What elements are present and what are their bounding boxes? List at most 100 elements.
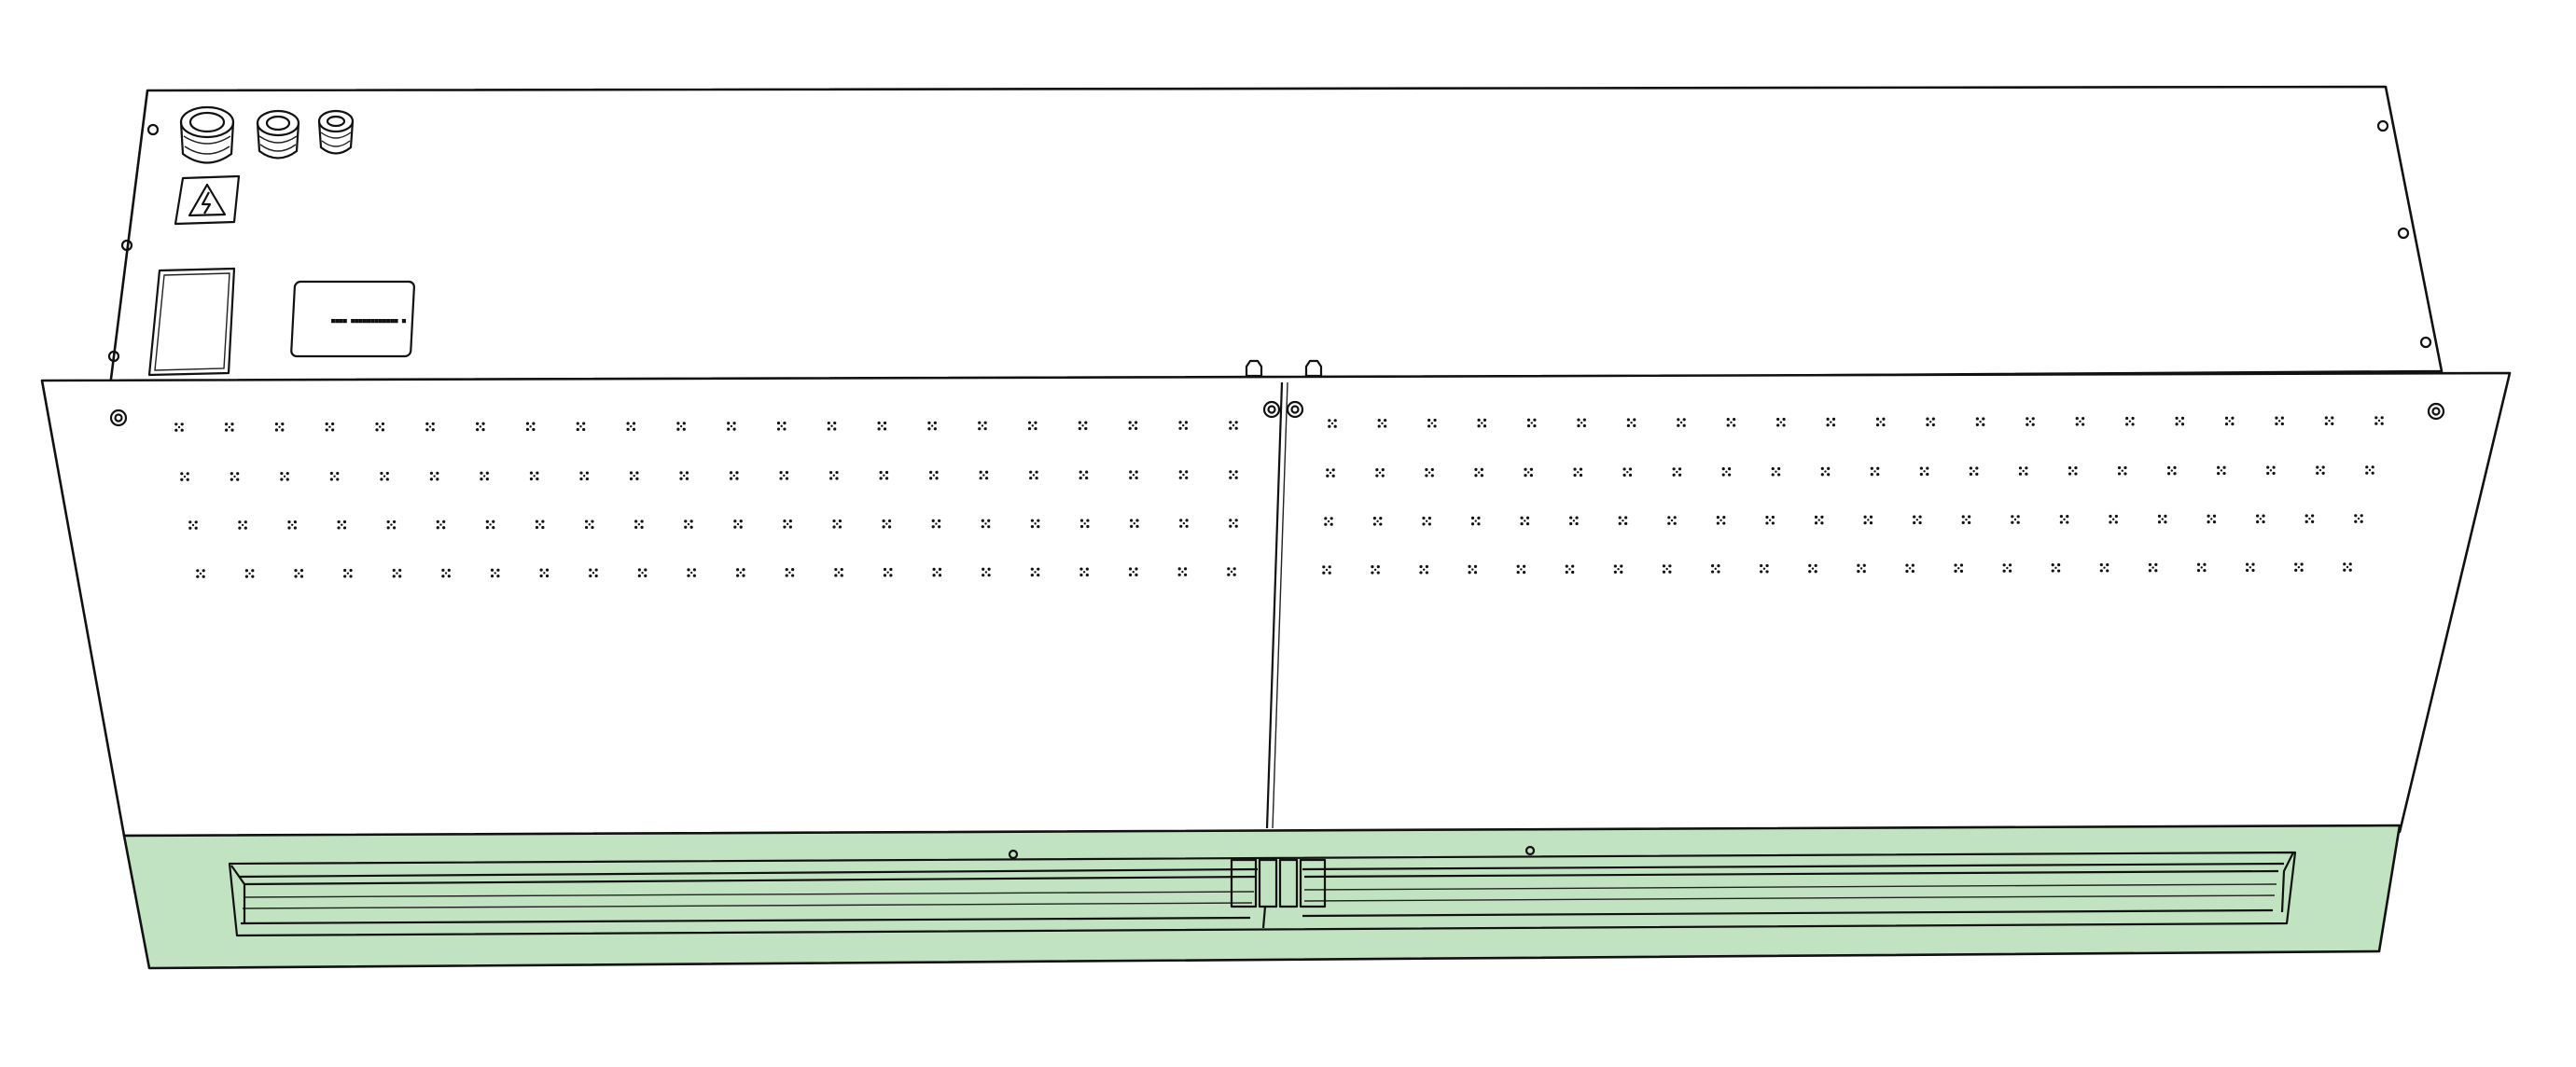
perforation-hole xyxy=(325,422,335,432)
perforation-hole xyxy=(579,471,589,481)
perforation-hole xyxy=(981,519,991,529)
perforation-hole xyxy=(1726,418,1736,427)
perforation-hole xyxy=(676,422,686,431)
perforation-hole xyxy=(1662,564,1672,574)
perforation-hole xyxy=(1524,467,1533,478)
perforation-hole xyxy=(1474,467,1483,478)
screw-icon xyxy=(1525,845,1536,856)
perforation-hole xyxy=(380,471,389,481)
perforation-hole xyxy=(783,520,792,529)
perforation-hole xyxy=(2365,465,2374,475)
perforation-hole xyxy=(2117,465,2127,476)
perforation-hole xyxy=(1328,419,1337,428)
perforation-hole xyxy=(436,520,446,530)
perforation-hole xyxy=(1961,515,1971,524)
perforation-hole xyxy=(1477,418,1487,428)
perforation-hole xyxy=(932,567,942,577)
perforation-hole xyxy=(1179,519,1189,528)
screw-icon xyxy=(1290,405,1300,414)
perforation-hole xyxy=(1577,418,1586,428)
electrical-hazard-icon xyxy=(174,174,241,226)
perforation-hole xyxy=(1926,417,1935,427)
perforation-hole xyxy=(1667,516,1677,525)
perforation-hole xyxy=(2026,417,2035,426)
perforation-hole xyxy=(1177,567,1188,576)
perforation-hole xyxy=(1565,564,1575,575)
perforation-hole xyxy=(2148,562,2158,573)
top-panel-screws xyxy=(107,119,2432,363)
perforation-hole xyxy=(1468,564,1478,575)
screw-icon xyxy=(146,123,160,136)
screw-icon xyxy=(1267,405,1276,414)
perforation-hole xyxy=(2059,515,2069,524)
perforation-hole xyxy=(1128,421,1138,430)
perforation-hole xyxy=(1622,467,1633,477)
perforation-hole xyxy=(287,520,297,530)
perforation-hole xyxy=(2075,417,2085,426)
perforation-hole xyxy=(1371,565,1380,575)
perforation-hole xyxy=(1875,417,1886,427)
perforation-hole xyxy=(679,471,689,480)
perforation-hole xyxy=(2175,416,2185,426)
perforation-hole xyxy=(1078,421,1088,431)
perforation-hole xyxy=(1372,517,1383,526)
perforation-hole xyxy=(225,423,234,432)
perforation-hole xyxy=(827,421,837,431)
perforation-hole xyxy=(1419,564,1428,575)
label-plate: ■■■■ ■■■■■■■■■■■■ ■ xyxy=(290,280,415,358)
top-panel xyxy=(108,85,2444,388)
perforation-hole xyxy=(834,567,843,577)
perforation-hole xyxy=(1027,421,1037,431)
perforation-hole xyxy=(1954,563,1964,573)
perforation-hole xyxy=(729,471,739,480)
perforation-hole xyxy=(490,568,500,578)
perforation-hole xyxy=(1516,564,1526,575)
perforation-hole xyxy=(1324,517,1333,526)
perforation-hole xyxy=(1870,466,1880,477)
perforation-hole xyxy=(1229,470,1238,479)
perforation-hole xyxy=(1178,470,1189,479)
perforation-hole xyxy=(180,472,189,481)
perforation-hole xyxy=(1771,466,1781,477)
perforation-hole xyxy=(929,470,939,480)
perforation-hole xyxy=(392,568,402,578)
perforation-hole xyxy=(1079,470,1089,480)
perforation-hole xyxy=(637,568,647,577)
perforation-hole xyxy=(2167,465,2177,476)
perforation-hole xyxy=(1618,516,1628,525)
perforation-hole xyxy=(727,422,736,431)
screw-icon xyxy=(107,350,120,363)
perforation-hole xyxy=(1969,466,1979,476)
perforation-hole xyxy=(1905,563,1915,574)
screw-icon xyxy=(2419,336,2432,349)
perforation-hole xyxy=(337,520,347,530)
perforation-hole xyxy=(2294,562,2304,572)
perforation-hole xyxy=(2099,562,2110,573)
perforation-hole xyxy=(629,471,639,480)
perforation-hole xyxy=(1626,418,1636,427)
perforation-hole xyxy=(2266,465,2276,476)
perforation-hole xyxy=(1677,418,1686,427)
perforation-hole xyxy=(1178,421,1188,430)
perforation-hole xyxy=(1227,567,1236,576)
perforation-hole xyxy=(1776,417,1786,427)
perforation-hole xyxy=(1422,516,1431,526)
perforation-hole xyxy=(785,568,795,577)
perforation-hole xyxy=(2109,514,2118,524)
perforation-hole xyxy=(1857,563,1866,574)
grille-louvers xyxy=(228,845,2297,937)
perforation-hole xyxy=(1975,417,1985,426)
perforation-hole xyxy=(978,421,987,431)
screw-icon xyxy=(2431,407,2441,416)
perforation-hole xyxy=(1710,564,1720,574)
perforation-hole xyxy=(684,520,693,529)
perforation-hole xyxy=(2051,563,2061,573)
perforation-hole xyxy=(687,568,696,577)
perforation-hole xyxy=(927,421,937,431)
perforation-hole xyxy=(2354,514,2363,523)
perforation-hole xyxy=(441,568,451,578)
perforation-hole xyxy=(2324,416,2334,425)
perforation-hole xyxy=(480,471,489,481)
screw-icon xyxy=(1262,400,1281,419)
cable-gland-icon xyxy=(317,109,355,155)
